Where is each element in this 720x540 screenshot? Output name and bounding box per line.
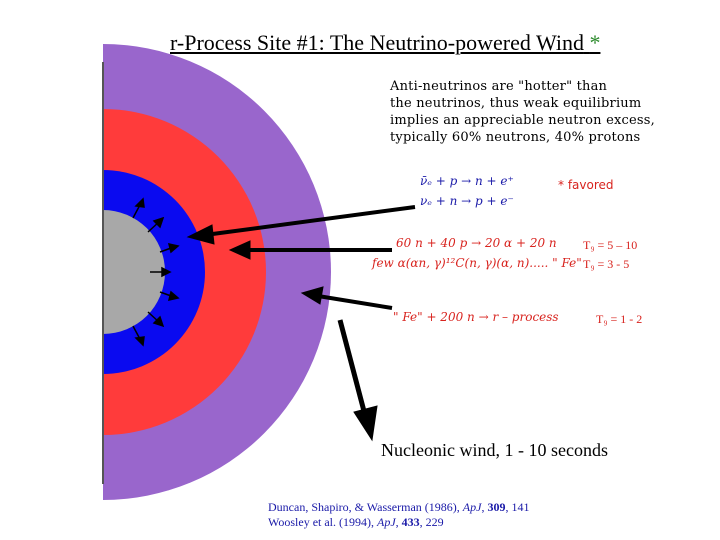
neutrino-flux-arrows <box>132 197 180 347</box>
nucleonic-wind-label: Nucleonic wind, 1 - 10 seconds <box>381 440 608 460</box>
neutrino-capture-equation: νₑ + n → p + e⁻ <box>420 194 514 208</box>
alpha-process-equation: few α(αn, γ)¹²C(n, γ)(α, n)..... " Fe" <box>372 256 582 270</box>
alpha-process-temperature: T₉ = 3 - 5 <box>583 257 630 271</box>
intro-text: Anti-neutrinos are "hotter" than the neu… <box>390 79 655 145</box>
antineutrino-capture-equation: ν̄ₑ + p → n + e⁺ <box>420 174 514 188</box>
proto-neutron-star-core <box>103 210 165 334</box>
alpha-formation-temperature: T₉ = 5 – 10 <box>583 238 638 252</box>
pointer-arrows <box>186 205 416 442</box>
reference-1: Duncan, Shapiro, & Wasserman (1986), ApJ… <box>268 500 530 514</box>
reference-2: Woosley et al. (1994), ApJ, 433, 229 <box>268 515 444 529</box>
title-footnote-star: * <box>589 30 601 55</box>
r-process-temperature: T₉ = 1 - 2 <box>596 312 643 326</box>
alpha-formation-equation: 60 n + 40 p → 20 α + 20 n <box>396 236 557 250</box>
page-title: r-Process Site #1: The Neutrino-powered … <box>170 30 601 55</box>
favored-note: * favored <box>558 178 614 192</box>
r-process-equation: " Fe" + 200 n → r – process <box>393 310 559 324</box>
